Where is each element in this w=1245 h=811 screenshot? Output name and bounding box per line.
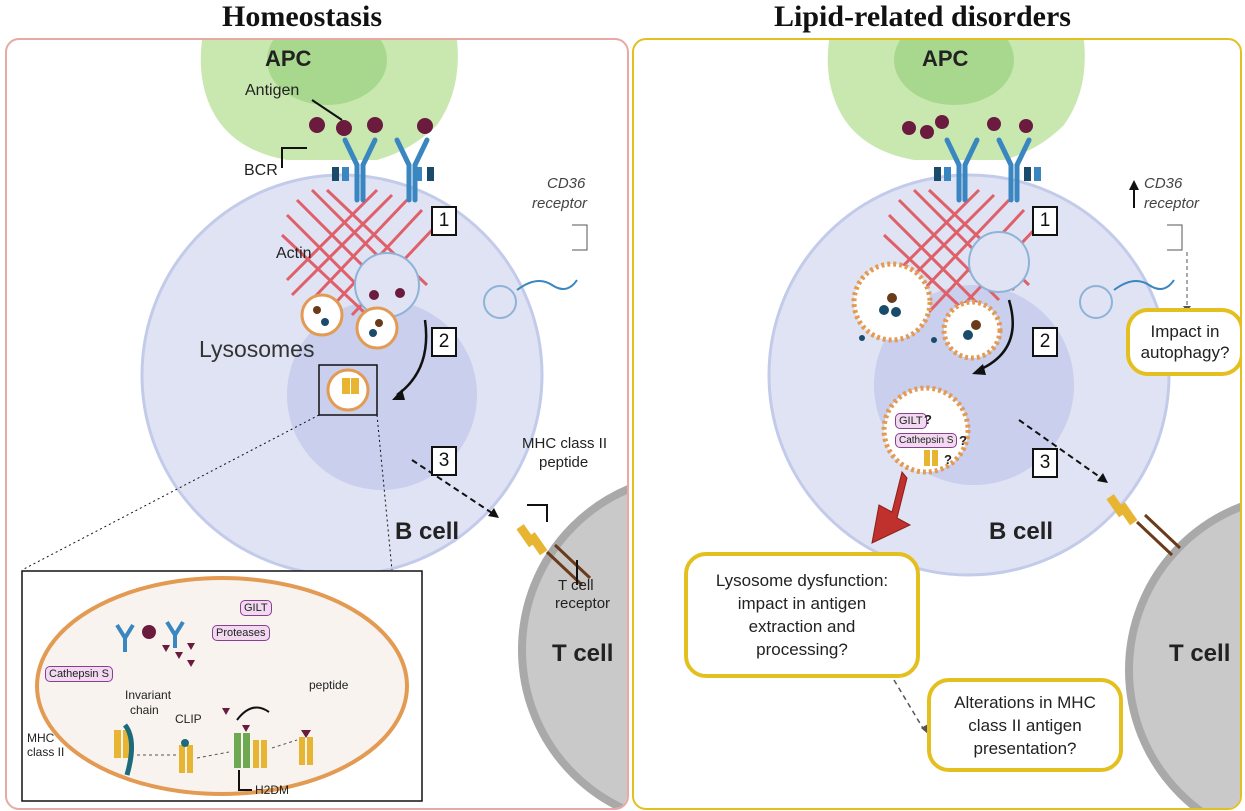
endocytic-vesicle	[968, 231, 1030, 293]
clip-label: CLIP	[175, 712, 202, 726]
step-1-box: 1	[1032, 206, 1058, 236]
antigen-particles	[309, 117, 433, 136]
gilt-pill: GILT	[895, 413, 927, 429]
lysosome-note-line3: extraction and	[748, 617, 856, 636]
inset-antigen-fragments	[162, 643, 250, 732]
h2dm-label: H2DM	[255, 783, 290, 797]
autophagy-note-line1: Impact in	[1150, 322, 1220, 341]
mhc-note-line2: class II antigen	[968, 715, 1082, 735]
cd36-vesicle	[1079, 285, 1113, 319]
bcr-leader	[281, 147, 307, 168]
mhc-surface	[1106, 494, 1182, 557]
notes-arrow	[893, 679, 925, 731]
alert-arrow	[871, 470, 912, 544]
autophagy-note: Impact in autophagy?	[1126, 308, 1240, 376]
t-cell-label: T cell	[552, 640, 614, 667]
tcr-label-2: receptor	[555, 595, 611, 612]
b-cell-label: B cell	[395, 518, 460, 545]
cd36-label-1: CD36	[547, 175, 586, 192]
step-2-box: 2	[1032, 327, 1058, 357]
cd36-vesicle	[483, 285, 517, 319]
apc-label: APC	[922, 46, 969, 71]
highlight-box	[318, 364, 378, 416]
inset-mhc-stage1	[114, 723, 134, 776]
apc-nucleus	[894, 40, 1014, 105]
homeostasis-panel: APC Antigen BCR Actin CD36 receptor Lyso…	[5, 38, 629, 810]
cd36-receptor-shape	[1113, 279, 1175, 291]
lipid-disorders-illustration	[767, 40, 1240, 808]
cathepsin-question: ?	[959, 433, 967, 448]
mhc-peptide-surface	[516, 524, 592, 587]
step-2-box: 2	[431, 327, 457, 357]
inset-bcr	[115, 620, 185, 652]
mhc-peptide-label-2: peptide	[539, 454, 589, 471]
zoom-line	[376, 414, 393, 571]
inset-lysosome	[35, 576, 409, 796]
zoom-line	[21, 414, 320, 571]
cd36-label-2: receptor	[1144, 195, 1200, 212]
lysosome-note-line2: impact in antigen	[737, 594, 867, 613]
coreceptors	[934, 167, 1041, 181]
inset-h2dm	[234, 733, 267, 768]
lysosome-dysfunction-note: Lysosome dysfunction: impact in antigen …	[684, 552, 920, 678]
lysosome-note-line1: Lysosome dysfunction:	[715, 571, 889, 590]
dysfunctional-lysosome	[941, 299, 1003, 361]
arrow-step3	[1018, 419, 1105, 481]
cathepsin-s-pill: Cathepsin S	[45, 666, 113, 682]
t-cell-shape	[518, 485, 627, 808]
lipid-disorders-title: Lipid-related disorders	[774, 0, 1071, 33]
apc-label: APC	[265, 46, 312, 71]
step-3-box: 3	[1032, 448, 1058, 478]
cd36-receptor-shape	[516, 279, 578, 291]
homeostasis-illustration	[21, 40, 627, 808]
inset-mhc-peptide	[299, 730, 313, 765]
apc-nucleus	[267, 40, 387, 105]
proteases-pill: Proteases	[212, 625, 270, 641]
antigen-particles	[902, 115, 1033, 139]
bcr-receptors	[944, 137, 1032, 203]
antigen-label: Antigen	[245, 82, 300, 99]
arrow-step2	[978, 299, 1014, 372]
bcr-label: BCR	[244, 162, 278, 179]
inset-mhc-label-2: class II	[27, 745, 65, 759]
bcr-receptors	[342, 137, 430, 203]
mhc-alterations-note: Alterations in MHC class II antigen pres…	[927, 678, 1123, 772]
lysosome-note-line4: processing?	[756, 640, 848, 659]
step-1-box: 1	[431, 206, 457, 236]
inset-mhc-label-1: MHC	[27, 731, 55, 745]
dysfunctional-lysosome-large	[881, 385, 971, 475]
peptide-label: peptide	[309, 678, 349, 692]
inset-antigen	[142, 625, 156, 639]
mhc-note-line1: Alterations in MHC	[954, 692, 1096, 712]
autophagy-note-line2: autophagy?	[1140, 343, 1230, 362]
coreceptors	[332, 167, 434, 181]
arrow-step3	[411, 459, 496, 516]
gilt-question: ?	[924, 412, 932, 427]
actin-label: Actin	[276, 245, 312, 262]
step-3-box: 3	[431, 446, 457, 476]
t-cell-label: T cell	[1169, 640, 1231, 667]
lysosome	[300, 293, 344, 337]
cd36-label-1: CD36	[1144, 175, 1183, 192]
endocytic-vesicle	[354, 252, 420, 318]
cathepsin-s-pill: Cathepsin S	[895, 433, 958, 448]
t-cell-shape	[1125, 502, 1240, 808]
arrow-step2	[396, 319, 428, 397]
lysosomes-label: Lysosomes	[199, 336, 315, 362]
cd36-label-2: receptor	[532, 195, 588, 212]
mhc-question: ?	[944, 452, 952, 467]
b-cell-label: B cell	[989, 518, 1054, 545]
gilt-pill: GILT	[240, 600, 272, 616]
invariant-label-1: Invariant	[125, 688, 172, 702]
b-cell-inner	[287, 300, 477, 490]
mhc-peptide-label-1: MHC class II	[522, 435, 608, 452]
inset-mhc-stage2	[179, 739, 193, 773]
tcr-label-1: T cell	[558, 577, 594, 594]
homeostasis-title: Homeostasis	[222, 0, 382, 33]
mhc-note-line3: presentation?	[973, 738, 1077, 758]
lysosome	[355, 306, 399, 350]
lipid-disorders-panel: APC CD36 receptor 1 2 3 GILT ? Cathepsin…	[632, 38, 1242, 810]
invariant-label-2: chain	[130, 703, 159, 717]
antigen-leader	[311, 99, 343, 121]
